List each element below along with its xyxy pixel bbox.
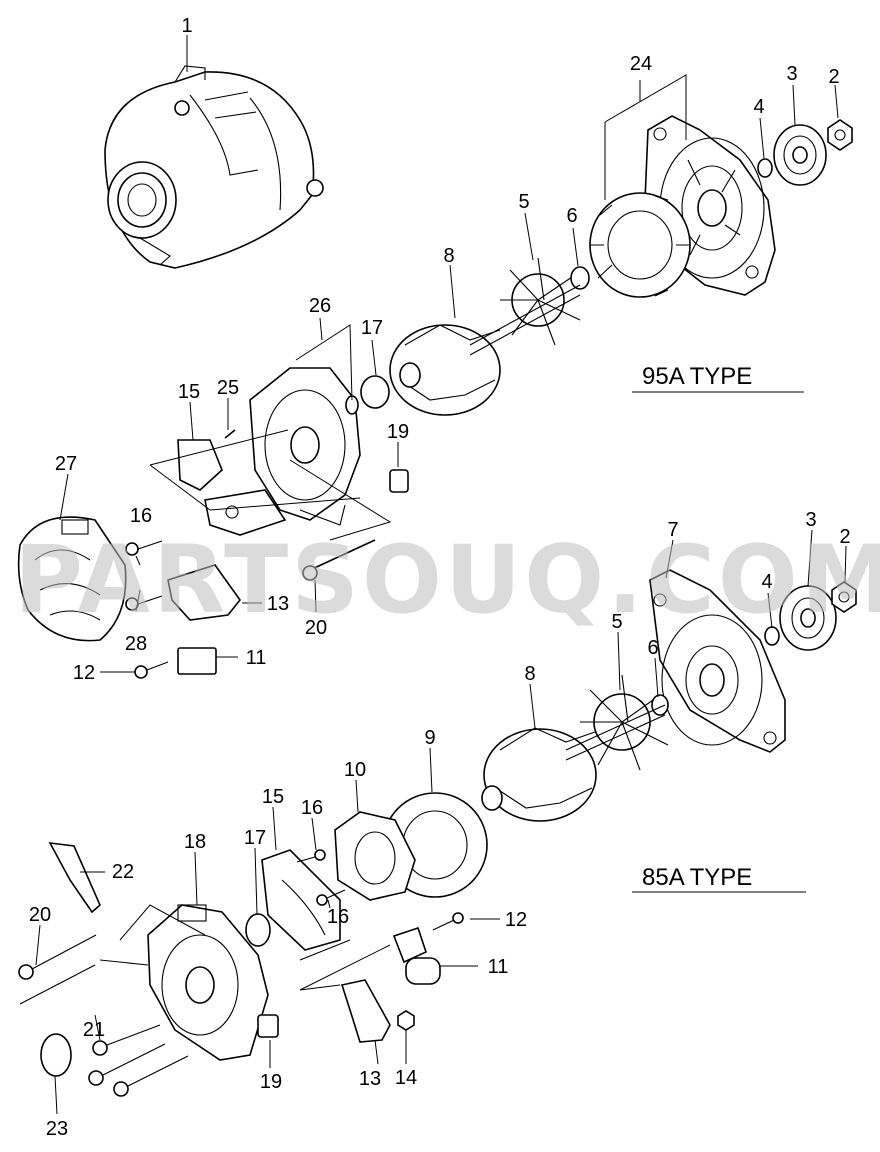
bushing-85a — [257, 1014, 279, 1038]
callout-c23: 23 — [46, 1118, 68, 1140]
screw-16-shaft-85a-lower — [326, 889, 346, 899]
callout-c6b: 6 — [647, 637, 658, 659]
stator-95a — [589, 192, 691, 298]
callout-c18: 18 — [184, 831, 206, 853]
screw-12-shaft-95a — [146, 661, 169, 671]
watermark: PARTSOUQ.COM — [14, 526, 880, 635]
callout-c14: 14 — [395, 1067, 417, 1089]
type-label-85a: 85A TYPE — [642, 864, 752, 891]
callout-c21: 21 — [83, 1019, 105, 1041]
callout-c7: 7 — [667, 519, 678, 541]
callout-c8a: 8 — [443, 245, 454, 267]
rectifier-95a — [204, 489, 287, 536]
rotor-95a — [389, 284, 581, 416]
screw-25 — [224, 429, 236, 439]
callout-c4a: 4 — [753, 96, 764, 118]
screw-16-head-85a-lower — [316, 894, 328, 906]
screw-12-head-95a — [134, 665, 148, 679]
fan-85a — [580, 674, 669, 771]
bolt-20-85a — [18, 934, 97, 1005]
screw-16-shaft-85a-upper — [296, 856, 316, 863]
callout-c25: 25 — [217, 377, 239, 399]
terminal-cap-23 — [40, 1033, 72, 1077]
fan-95a — [500, 257, 581, 346]
callout-c12b: 12 — [505, 909, 527, 931]
terminal-bolts-85a — [88, 1043, 189, 1097]
through-bolt-head-95a — [302, 565, 318, 581]
callout-c13a: 13 — [267, 593, 289, 615]
callout-c16b: 16 — [301, 797, 323, 819]
collar-95a — [570, 266, 590, 290]
through-bolt-95a — [309, 539, 376, 571]
brush-95a — [177, 647, 217, 675]
callout-c9: 9 — [424, 727, 435, 749]
screw-12-head-85a — [452, 912, 464, 924]
callout-c2a: 2 — [828, 66, 839, 88]
terminal-21 — [92, 1024, 161, 1056]
callout-c15a: 15 — [178, 381, 200, 403]
regulator-85a — [340, 979, 391, 1043]
callout-c24: 24 — [630, 53, 652, 75]
screw-12-shaft-85a — [432, 919, 455, 931]
callout-c16c: 16 — [327, 906, 349, 928]
callout-c5a: 5 — [518, 191, 529, 213]
screw-16-head-85a-upper — [314, 849, 326, 861]
collar-85a — [651, 694, 669, 716]
pulley-85a — [779, 585, 837, 651]
callout-c20a: 20 — [305, 617, 327, 639]
rectifier-85a — [261, 849, 341, 951]
brush-holder-95a — [177, 439, 223, 491]
brush-85a — [405, 957, 441, 985]
callout-c19a: 19 — [387, 421, 409, 443]
screw-16-shaft — [137, 540, 163, 550]
callout-c27: 27 — [55, 453, 77, 475]
alternator-assembly — [104, 65, 324, 269]
type-label-95a: 95A TYPE — [642, 363, 752, 390]
callout-c3b: 3 — [805, 509, 816, 531]
rear-cover-95a — [17, 516, 127, 642]
front-housing-85a — [649, 569, 786, 753]
cover-22 — [48, 842, 101, 914]
callout-c8b: 8 — [524, 663, 535, 685]
pulley-95a — [773, 124, 827, 186]
callout-c15b: 15 — [262, 786, 284, 808]
callout-c2b: 2 — [839, 526, 850, 548]
callout-c16a: 16 — [130, 505, 152, 527]
insulator-plate-85a — [334, 811, 416, 901]
callout-c6a: 6 — [566, 205, 577, 227]
callout-c17a: 17 — [361, 317, 383, 339]
spacer-95a — [757, 158, 773, 178]
callout-c5b: 5 — [611, 611, 622, 633]
brush-holder-85a — [392, 926, 427, 964]
callout-c11a: 11 — [246, 647, 267, 669]
bearing-85a — [245, 913, 271, 947]
nut-14 — [397, 1010, 415, 1031]
callout-c26: 26 — [309, 295, 331, 317]
bushing-95a — [389, 469, 409, 493]
leader-lines — [35, 35, 847, 1115]
callout-c20b: 20 — [29, 904, 51, 926]
callout-c13b: 13 — [359, 1068, 381, 1090]
nut-85a — [831, 581, 857, 613]
callout-c4b: 4 — [761, 571, 772, 593]
callout-c1: 1 — [181, 15, 192, 37]
nut-95a — [827, 119, 853, 151]
screw-28-shaft — [137, 595, 163, 605]
rear-housing-95a — [249, 367, 361, 526]
regulator-95a — [167, 564, 242, 621]
callout-c3a: 3 — [786, 63, 797, 85]
callout-c22: 22 — [112, 861, 134, 883]
callout-c17b: 17 — [244, 827, 266, 849]
bearing-95a — [360, 375, 390, 409]
callout-c10: 10 — [344, 759, 366, 781]
callout-c28: 28 — [125, 633, 147, 655]
callout-c11b: 11 — [488, 956, 509, 978]
rotor-85a — [481, 704, 666, 822]
callout-c19b: 19 — [260, 1071, 282, 1093]
callout-c12a: 12 — [73, 662, 95, 684]
